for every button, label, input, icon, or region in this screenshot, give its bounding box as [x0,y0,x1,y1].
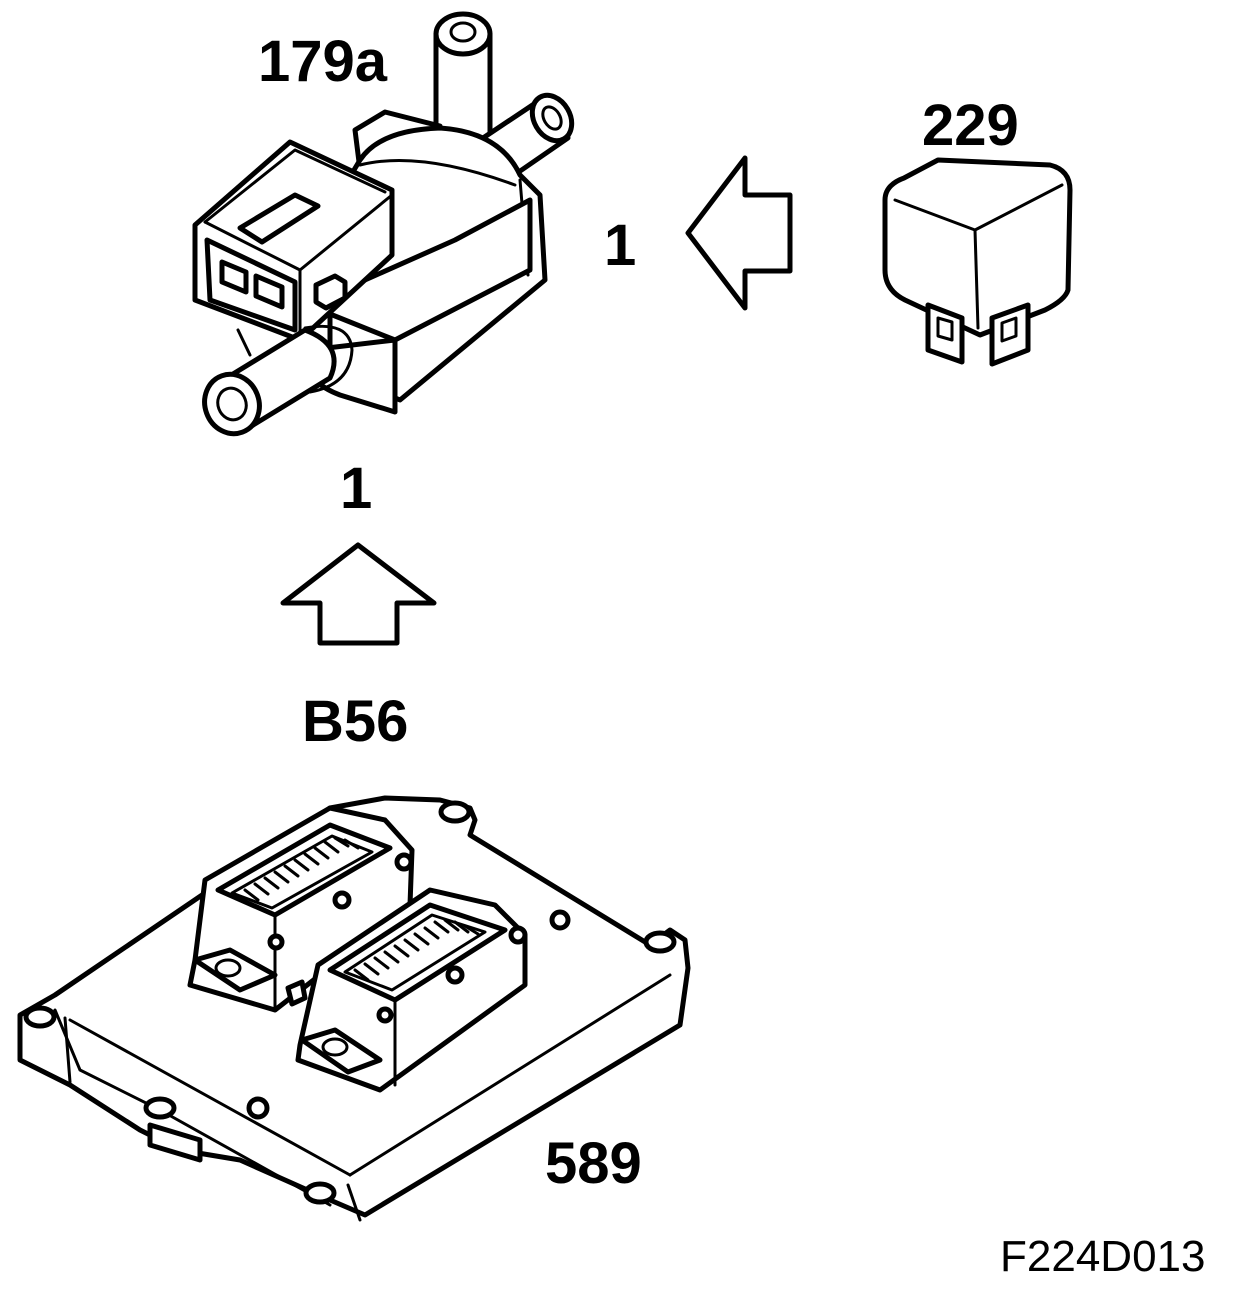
control-module-icon [17,795,691,1222]
label-589: 589 [545,1131,642,1196]
solenoid-valve-icon [192,11,575,437]
figure-reference: F224D013 [1000,1232,1206,1281]
label-b56: B56 [302,689,409,754]
label-229: 229 [922,93,1019,158]
relay-icon [882,157,1073,367]
label-179a: 179a [258,29,388,94]
label-pin-bottom: 1 [340,456,373,521]
label-pin-right: 1 [604,213,637,278]
arrow-up-icon [280,542,437,646]
arrow-left-icon [685,155,793,311]
